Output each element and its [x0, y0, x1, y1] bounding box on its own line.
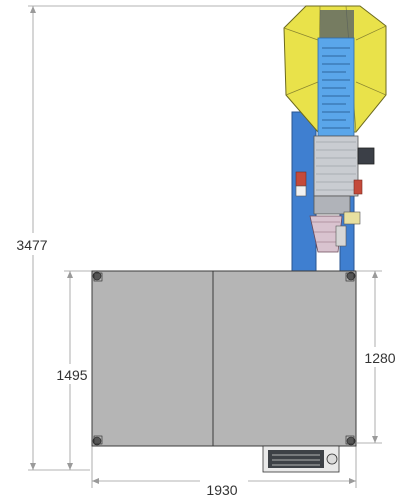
table-inner-depth-dimension: 1280 — [357, 270, 402, 444]
table-inner-depth-label: 1280 — [364, 350, 395, 366]
feed-tube — [317, 37, 355, 137]
base-table — [91, 270, 357, 447]
output-chute — [309, 211, 361, 253]
mechanism-housing — [295, 135, 375, 215]
table-width-dimension: 1930 — [91, 446, 357, 498]
total-height-label: 3477 — [16, 237, 47, 253]
control-panel — [262, 445, 340, 473]
table-depth-dimension: 1495 — [50, 270, 92, 470]
total-height-dimension: 3477 — [6, 5, 320, 471]
table-depth-label: 1495 — [56, 367, 87, 383]
table-width-label: 1930 — [206, 482, 237, 498]
